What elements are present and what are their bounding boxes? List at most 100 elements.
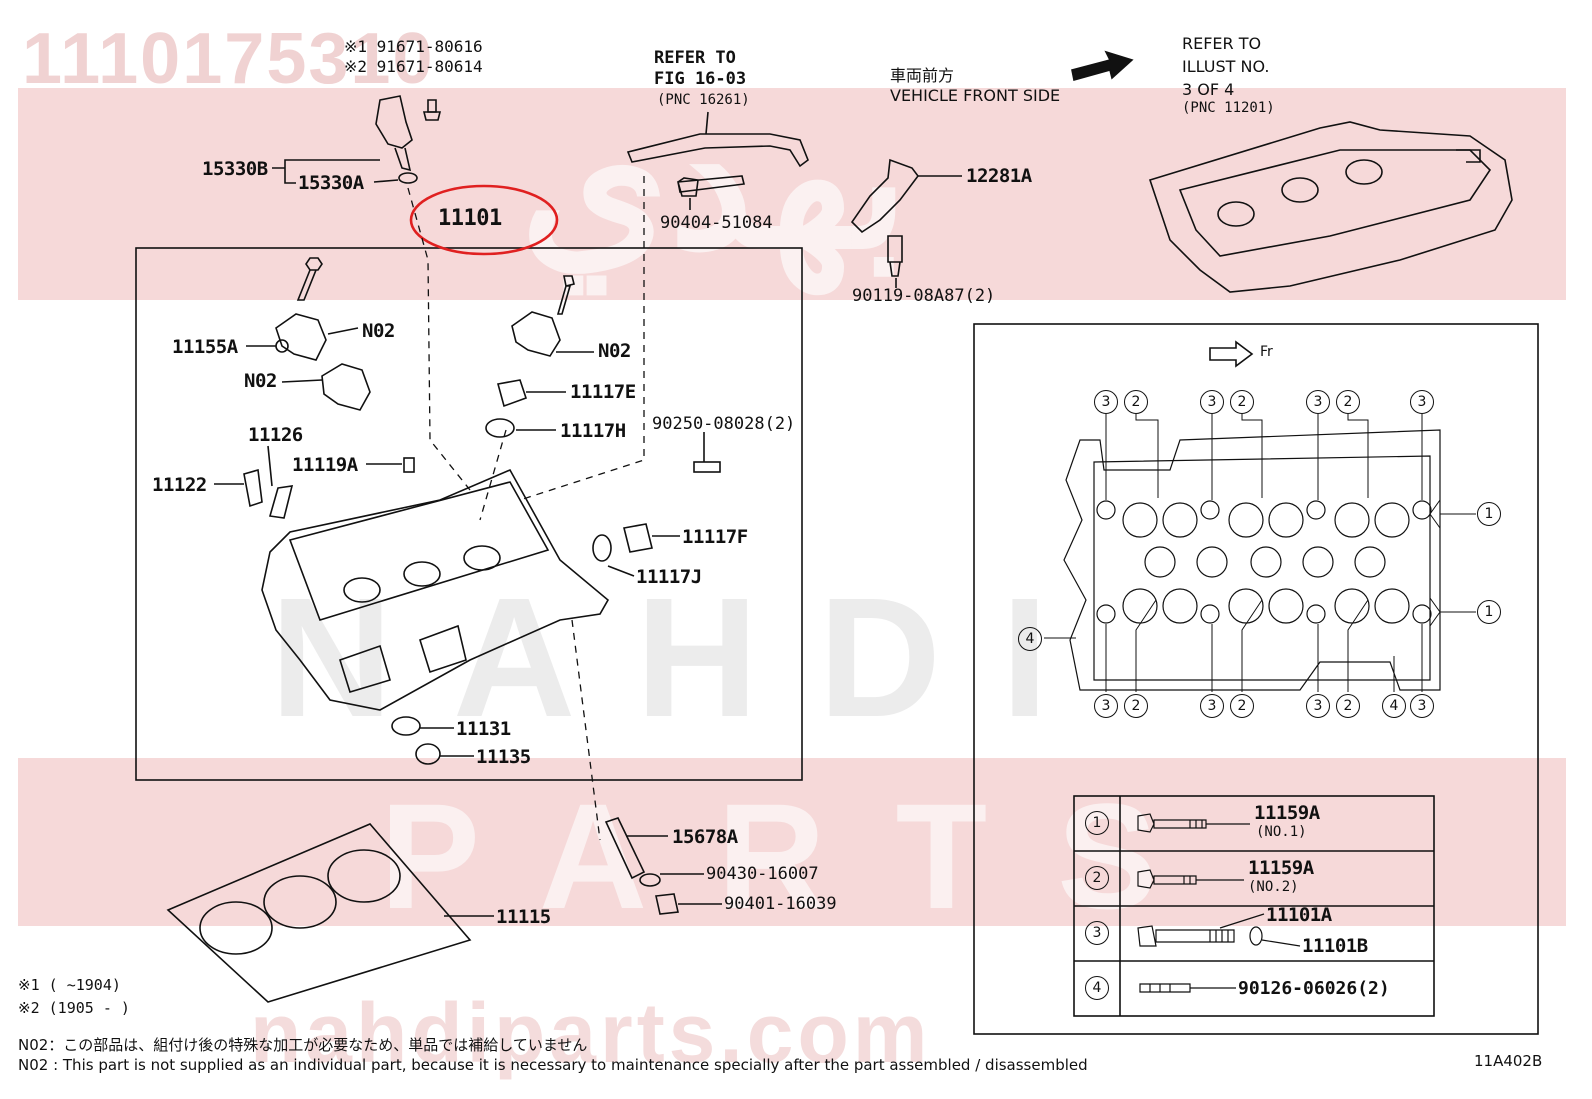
callout-3: 3 bbox=[1200, 694, 1224, 718]
callout-3: 3 bbox=[1094, 390, 1118, 414]
label-90401: 90401-16039 bbox=[724, 894, 837, 914]
plug-90401-shape bbox=[655, 893, 679, 915]
label-11117h: 11117H bbox=[560, 420, 626, 442]
label-11117e: 11117E bbox=[570, 381, 636, 403]
label-n02-c: N02 bbox=[598, 340, 631, 362]
inset-bottom-callouts: 3 2 3 2 3 2 4 3 bbox=[1094, 694, 1444, 720]
bracket-12281a-shape bbox=[850, 158, 919, 234]
label-11155a: 11155A bbox=[172, 336, 238, 358]
legend-row-2-number: 2 bbox=[1085, 866, 1109, 890]
legend-row-1-part: 11159A bbox=[1254, 802, 1320, 824]
label-15330a: 15330A bbox=[298, 172, 364, 194]
label-11101: 11101 bbox=[438, 206, 502, 231]
watermark-part-number: 1110175310 bbox=[22, 19, 435, 99]
stud-90126-icon bbox=[1139, 983, 1191, 993]
legend-table-grid bbox=[1073, 795, 1435, 1017]
callout-4: 4 bbox=[1382, 694, 1406, 718]
legend-row-1-number: 1 bbox=[1085, 811, 1109, 835]
inset-bores bbox=[1096, 500, 1432, 624]
label-n02-a: N02 bbox=[362, 320, 395, 342]
bearing-cap-a-shape bbox=[275, 313, 327, 361]
cylinder-head-shape bbox=[261, 468, 610, 711]
legend-row-3-part: 11101A bbox=[1266, 904, 1332, 926]
callout-4-side: 4 bbox=[1018, 627, 1042, 651]
footnote-range-2: ※2 (1905 - ) bbox=[18, 999, 130, 1017]
legend-row-4-number: 4 bbox=[1085, 976, 1109, 1000]
legend-row-3-number: 3 bbox=[1085, 921, 1109, 945]
callout-2: 2 bbox=[1336, 694, 1360, 718]
footnote-n02-jp: N02：この部品は、組付け後の特殊な加工が必要なため、単品では補給していません bbox=[18, 1036, 588, 1054]
diagram-id: 11A402B bbox=[1474, 1052, 1543, 1070]
callout-3: 3 bbox=[1200, 390, 1224, 414]
watermark-url: nahdiparts.com bbox=[250, 986, 932, 1080]
callout-3: 3 bbox=[1094, 694, 1118, 718]
bearing-cap-b-shape bbox=[321, 363, 371, 411]
label-11115: 11115 bbox=[496, 906, 551, 928]
inset-top-callouts: 3 2 3 2 3 2 3 bbox=[1094, 390, 1434, 416]
label-15678a: 15678A bbox=[672, 826, 738, 848]
label-11119a: 11119A bbox=[292, 454, 358, 476]
pin-11119a-shape bbox=[403, 457, 415, 473]
gasket-90430-shape bbox=[639, 873, 661, 887]
head-gasket-shape bbox=[166, 823, 472, 1003]
label-11131: 11131 bbox=[456, 718, 511, 740]
callout-2: 2 bbox=[1124, 390, 1148, 414]
cylinder-head-cover-shape bbox=[1148, 121, 1513, 293]
callout-3: 3 bbox=[1306, 390, 1330, 414]
hose-16261-shape bbox=[626, 133, 809, 168]
label-90430: 90430-16007 bbox=[706, 864, 819, 884]
bolt-no2-icon bbox=[1137, 869, 1197, 889]
guide-11126-shape bbox=[268, 485, 294, 519]
label-11117j: 11117J bbox=[636, 566, 702, 588]
label-11117f: 11117F bbox=[682, 526, 748, 548]
label-12281a: 12281A bbox=[966, 165, 1032, 187]
guide-11122-shape bbox=[243, 468, 263, 508]
legend-row-4-part: 90126-06026(2) bbox=[1238, 978, 1390, 999]
label-n02-b: N02 bbox=[244, 370, 277, 392]
bolt-no1-icon bbox=[1137, 813, 1207, 833]
bolt-cap-b-shape bbox=[556, 275, 575, 315]
inset-head-outline bbox=[1063, 429, 1441, 691]
fig-ref-pnc: (PNC 16261) bbox=[657, 92, 750, 108]
plug-11135-shape bbox=[415, 743, 441, 765]
legend-row-1-sub: (NO.1) bbox=[1256, 824, 1307, 840]
highlight-11101-circle bbox=[409, 184, 559, 256]
callout-3: 3 bbox=[1410, 694, 1434, 718]
footnote-range-1: ※1 ( ~1904) bbox=[18, 976, 121, 994]
vehicle-front-jp: 車両前方 bbox=[890, 66, 955, 85]
plug-11117f-shape bbox=[623, 523, 653, 553]
gasket-11117j-shape bbox=[592, 534, 612, 562]
watermark-band-top bbox=[18, 88, 1566, 300]
watermark-arabic: بهدي bbox=[520, 75, 909, 287]
label-11126: 11126 bbox=[248, 424, 303, 446]
label-11135: 11135 bbox=[476, 746, 531, 768]
callout-1-lower: 1 bbox=[1477, 600, 1501, 624]
callout-2: 2 bbox=[1124, 694, 1148, 718]
vehicle-front-en: VEHICLE FRONT SIDE bbox=[890, 86, 1061, 105]
callout-2: 2 bbox=[1230, 694, 1254, 718]
callout-3: 3 bbox=[1306, 694, 1330, 718]
stud-90404-shape bbox=[677, 175, 745, 197]
fr-arrow-icon bbox=[1209, 340, 1254, 368]
footnote-n02-en: N02 : This part is not supplied as an in… bbox=[18, 1056, 1088, 1074]
callout-1-upper: 1 bbox=[1477, 502, 1501, 526]
label-15330b: 15330B bbox=[202, 158, 268, 180]
valve-15678a-shape bbox=[604, 817, 646, 880]
cylinder-head-group-box bbox=[135, 247, 803, 781]
fig-ref-line2: FIG 16-03 bbox=[654, 69, 747, 89]
gasket-11117h-shape bbox=[485, 418, 515, 438]
watermark-sub: PARTS bbox=[380, 772, 1228, 940]
bolt-11101a-icon bbox=[1137, 925, 1235, 947]
legend-row-2-sub: (NO.2) bbox=[1248, 879, 1299, 895]
bolt-sequence-inset-box bbox=[973, 323, 1539, 1035]
watermark-band-bottom bbox=[18, 758, 1566, 926]
pin-90250-shape bbox=[693, 461, 721, 473]
inset-leaders bbox=[1044, 414, 1476, 692]
watermark-brand: NAHDI bbox=[270, 563, 1109, 753]
callout-2: 2 bbox=[1230, 390, 1254, 414]
illust-ref-pnc: (PNC 11201) bbox=[1182, 100, 1275, 116]
front-arrow-icon bbox=[1071, 50, 1134, 82]
label-90250: 90250-08028(2) bbox=[652, 414, 796, 434]
legend-row-2-part: 11159A bbox=[1248, 857, 1314, 879]
label-90404: 90404-51084 bbox=[660, 213, 773, 233]
